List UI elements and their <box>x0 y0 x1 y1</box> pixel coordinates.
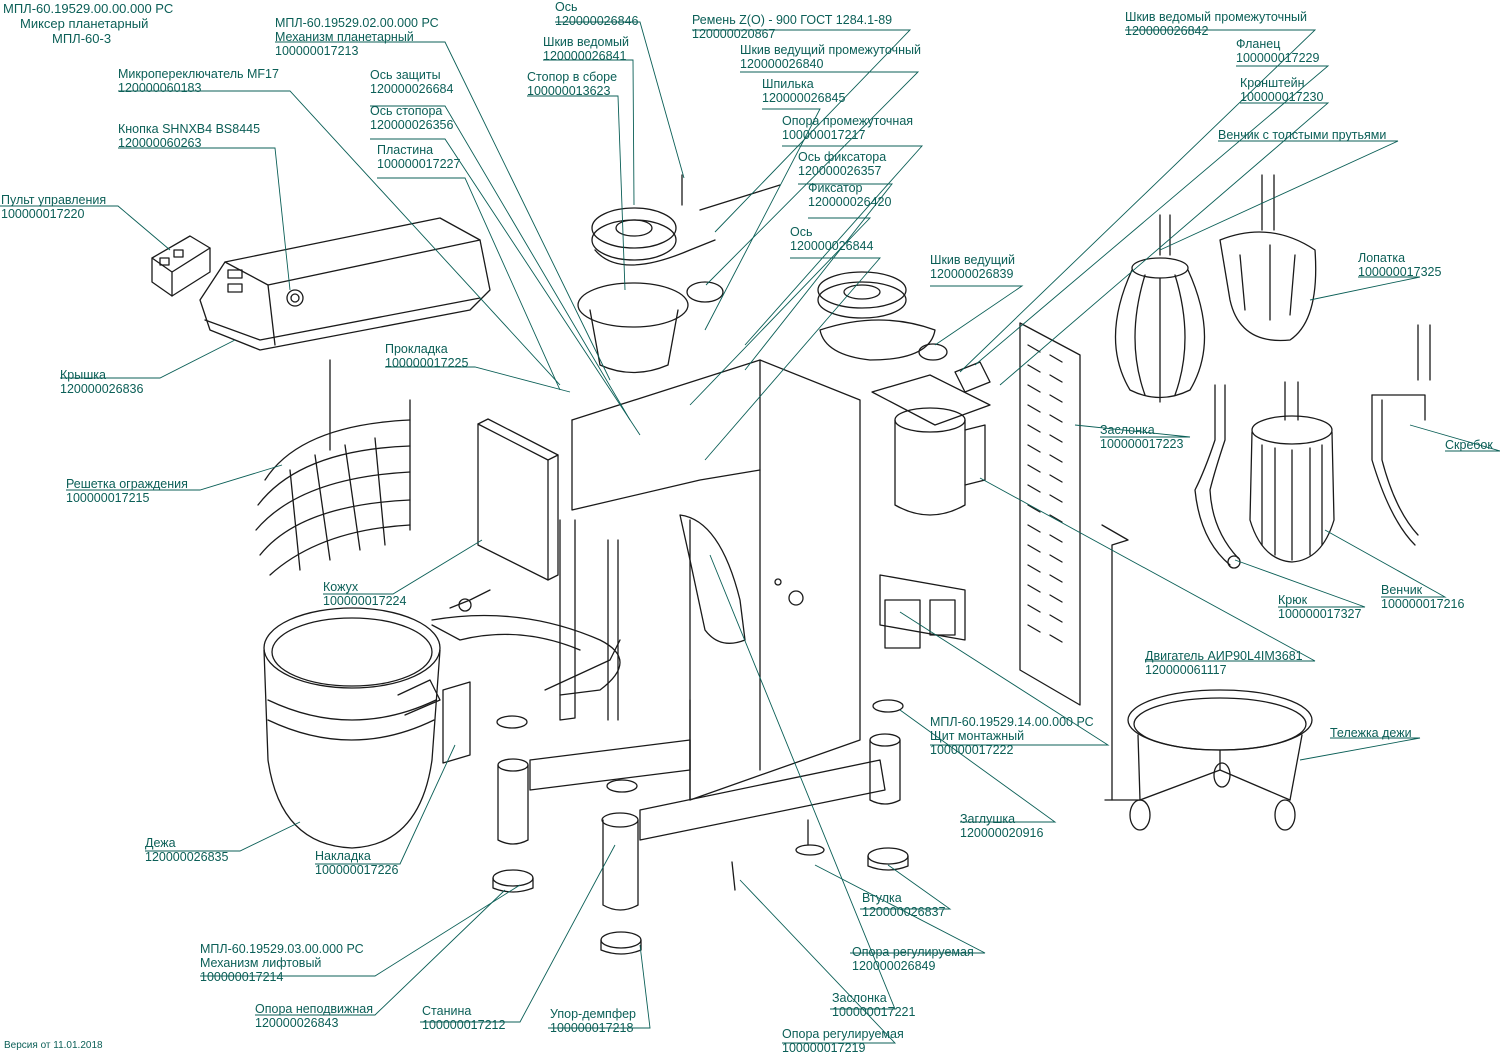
lift-mechanism-drawing <box>431 519 621 721</box>
part-label: Скребок <box>1445 438 1493 452</box>
cover-drawing <box>477 418 559 581</box>
guard-grid-drawing <box>255 359 411 576</box>
leader-lines <box>0 21 1500 1044</box>
damper-drawing <box>679 514 746 644</box>
part-label: Венчик с толстыми прутьями <box>1218 128 1387 142</box>
trolley-drawing <box>1101 524 1313 831</box>
lid-drawing <box>199 217 491 351</box>
version-note: Версия от 11.01.2018 <box>4 1040 103 1051</box>
frame-drawing <box>497 359 901 911</box>
part-label: Тележка дежи <box>1330 726 1412 740</box>
louvre-panel-drawing <box>1019 322 1081 706</box>
bowl-drawing <box>263 607 441 849</box>
pad-drawing <box>442 681 471 764</box>
paddle-drawing <box>1219 174 1317 342</box>
whisk-drawing <box>1249 381 1335 563</box>
scraper-drawing <box>1371 324 1431 546</box>
product-name: Миксер планетарный <box>20 16 149 31</box>
pulley-drawing <box>577 174 991 393</box>
hook-drawing <box>1194 384 1241 569</box>
feet-drawing <box>492 699 909 955</box>
mounting-panel-drawing <box>879 574 966 649</box>
control-panel-drawing <box>151 235 211 297</box>
drawing-code: МПЛ-60.19529.00.00.000 РС <box>3 1 174 16</box>
thick-whisk-drawing <box>1114 214 1206 403</box>
motor-drawing <box>871 374 991 516</box>
product-model: МПЛ-60-3 <box>52 31 112 46</box>
